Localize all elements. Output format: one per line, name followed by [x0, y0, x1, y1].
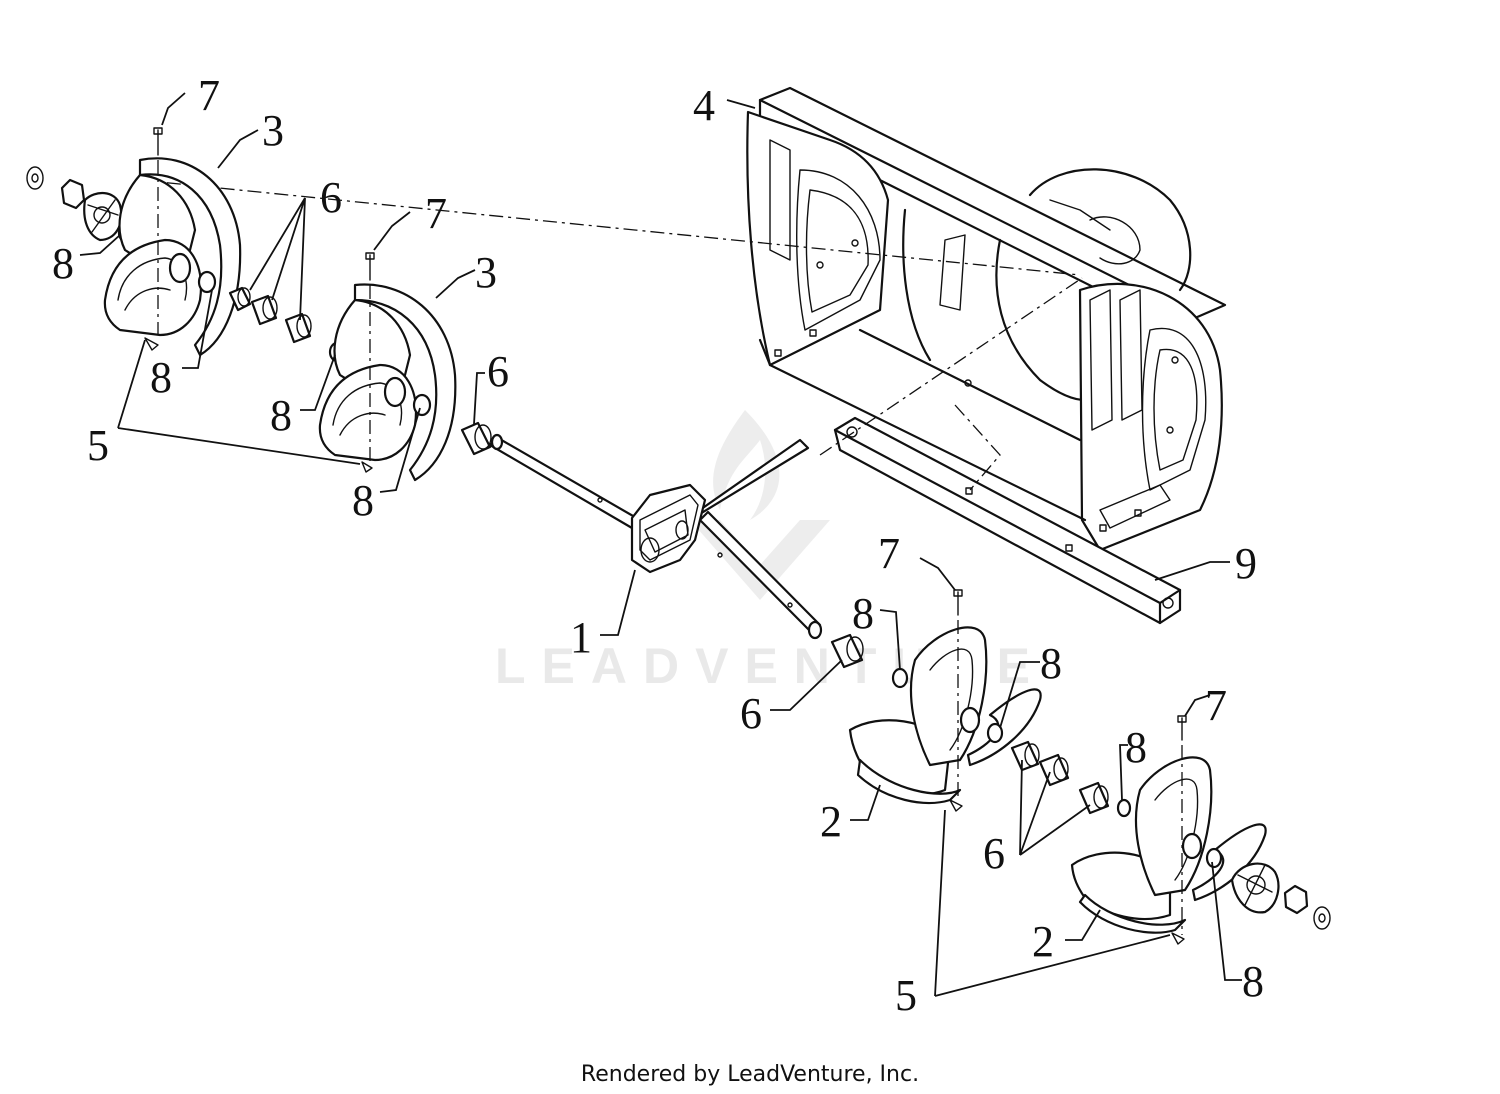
- callout-8-center-left-a: 8: [270, 391, 292, 440]
- callout-6-lower-right: 6: [983, 829, 1005, 878]
- shave-plate: [833, 416, 1182, 625]
- callout-8-lower-right: 8: [1125, 723, 1147, 772]
- callout-8-left-hub: 8: [52, 239, 74, 288]
- callout-2-center-right: 2: [820, 797, 842, 846]
- left-outer-hardware: [26, 166, 133, 243]
- callout-7-lower-right: 7: [1205, 681, 1227, 730]
- right-spacer-a: [830, 633, 909, 689]
- right-spacers-b: [1010, 740, 1132, 818]
- callout-6-center: 6: [487, 347, 509, 396]
- callout-5-left: 5: [87, 421, 109, 470]
- left-spacers-a: [228, 286, 346, 363]
- callout-8-right-hub: 8: [1242, 957, 1264, 1006]
- right-auger-flight-a: [848, 589, 1042, 812]
- right-outer-hardware: [1230, 862, 1331, 930]
- callout-8-center-right-b: 8: [1040, 639, 1062, 688]
- callout-1-shaft: 1: [570, 613, 592, 662]
- callout-8-center-right-a: 8: [852, 589, 874, 638]
- leader-lines: [79, 92, 1242, 997]
- watermark-flame-logo: [713, 410, 780, 520]
- callout-8-center-left-b: 8: [352, 476, 374, 525]
- callout-3-center-left: 3: [475, 248, 497, 297]
- callout-9-shave-plate: 9: [1235, 539, 1257, 588]
- callout-8-left-flight: 8: [150, 353, 172, 402]
- callouts: 7 3 6 8 8 5 7 3 8 6 8 4 1 9 7 8 8 6 2 7 …: [52, 71, 1264, 1020]
- callout-7-upper-left: 7: [198, 71, 220, 120]
- callout-2-lower-right: 2: [1032, 917, 1054, 966]
- spacer-center: [460, 421, 492, 456]
- callout-5-right: 5: [895, 971, 917, 1020]
- auger-shaft-gearbox: [488, 433, 823, 640]
- left-auger-flight-b: [318, 252, 457, 482]
- callout-7-center-left: 7: [425, 189, 447, 238]
- callout-6-center-right: 6: [740, 689, 762, 738]
- callout-7-center-right: 7: [878, 529, 900, 578]
- callout-6-upper-left: 6: [320, 173, 342, 222]
- footer-credit: Rendered by LeadVenture, Inc.: [580, 1062, 920, 1087]
- left-auger-flight-a: [103, 127, 242, 357]
- right-auger-flight-b: [1070, 715, 1267, 945]
- auger-housing: [746, 86, 1227, 552]
- auger-centerline: [139, 179, 1081, 276]
- callout-3-upper-left: 3: [262, 106, 284, 155]
- callout-4-housing: 4: [693, 81, 715, 130]
